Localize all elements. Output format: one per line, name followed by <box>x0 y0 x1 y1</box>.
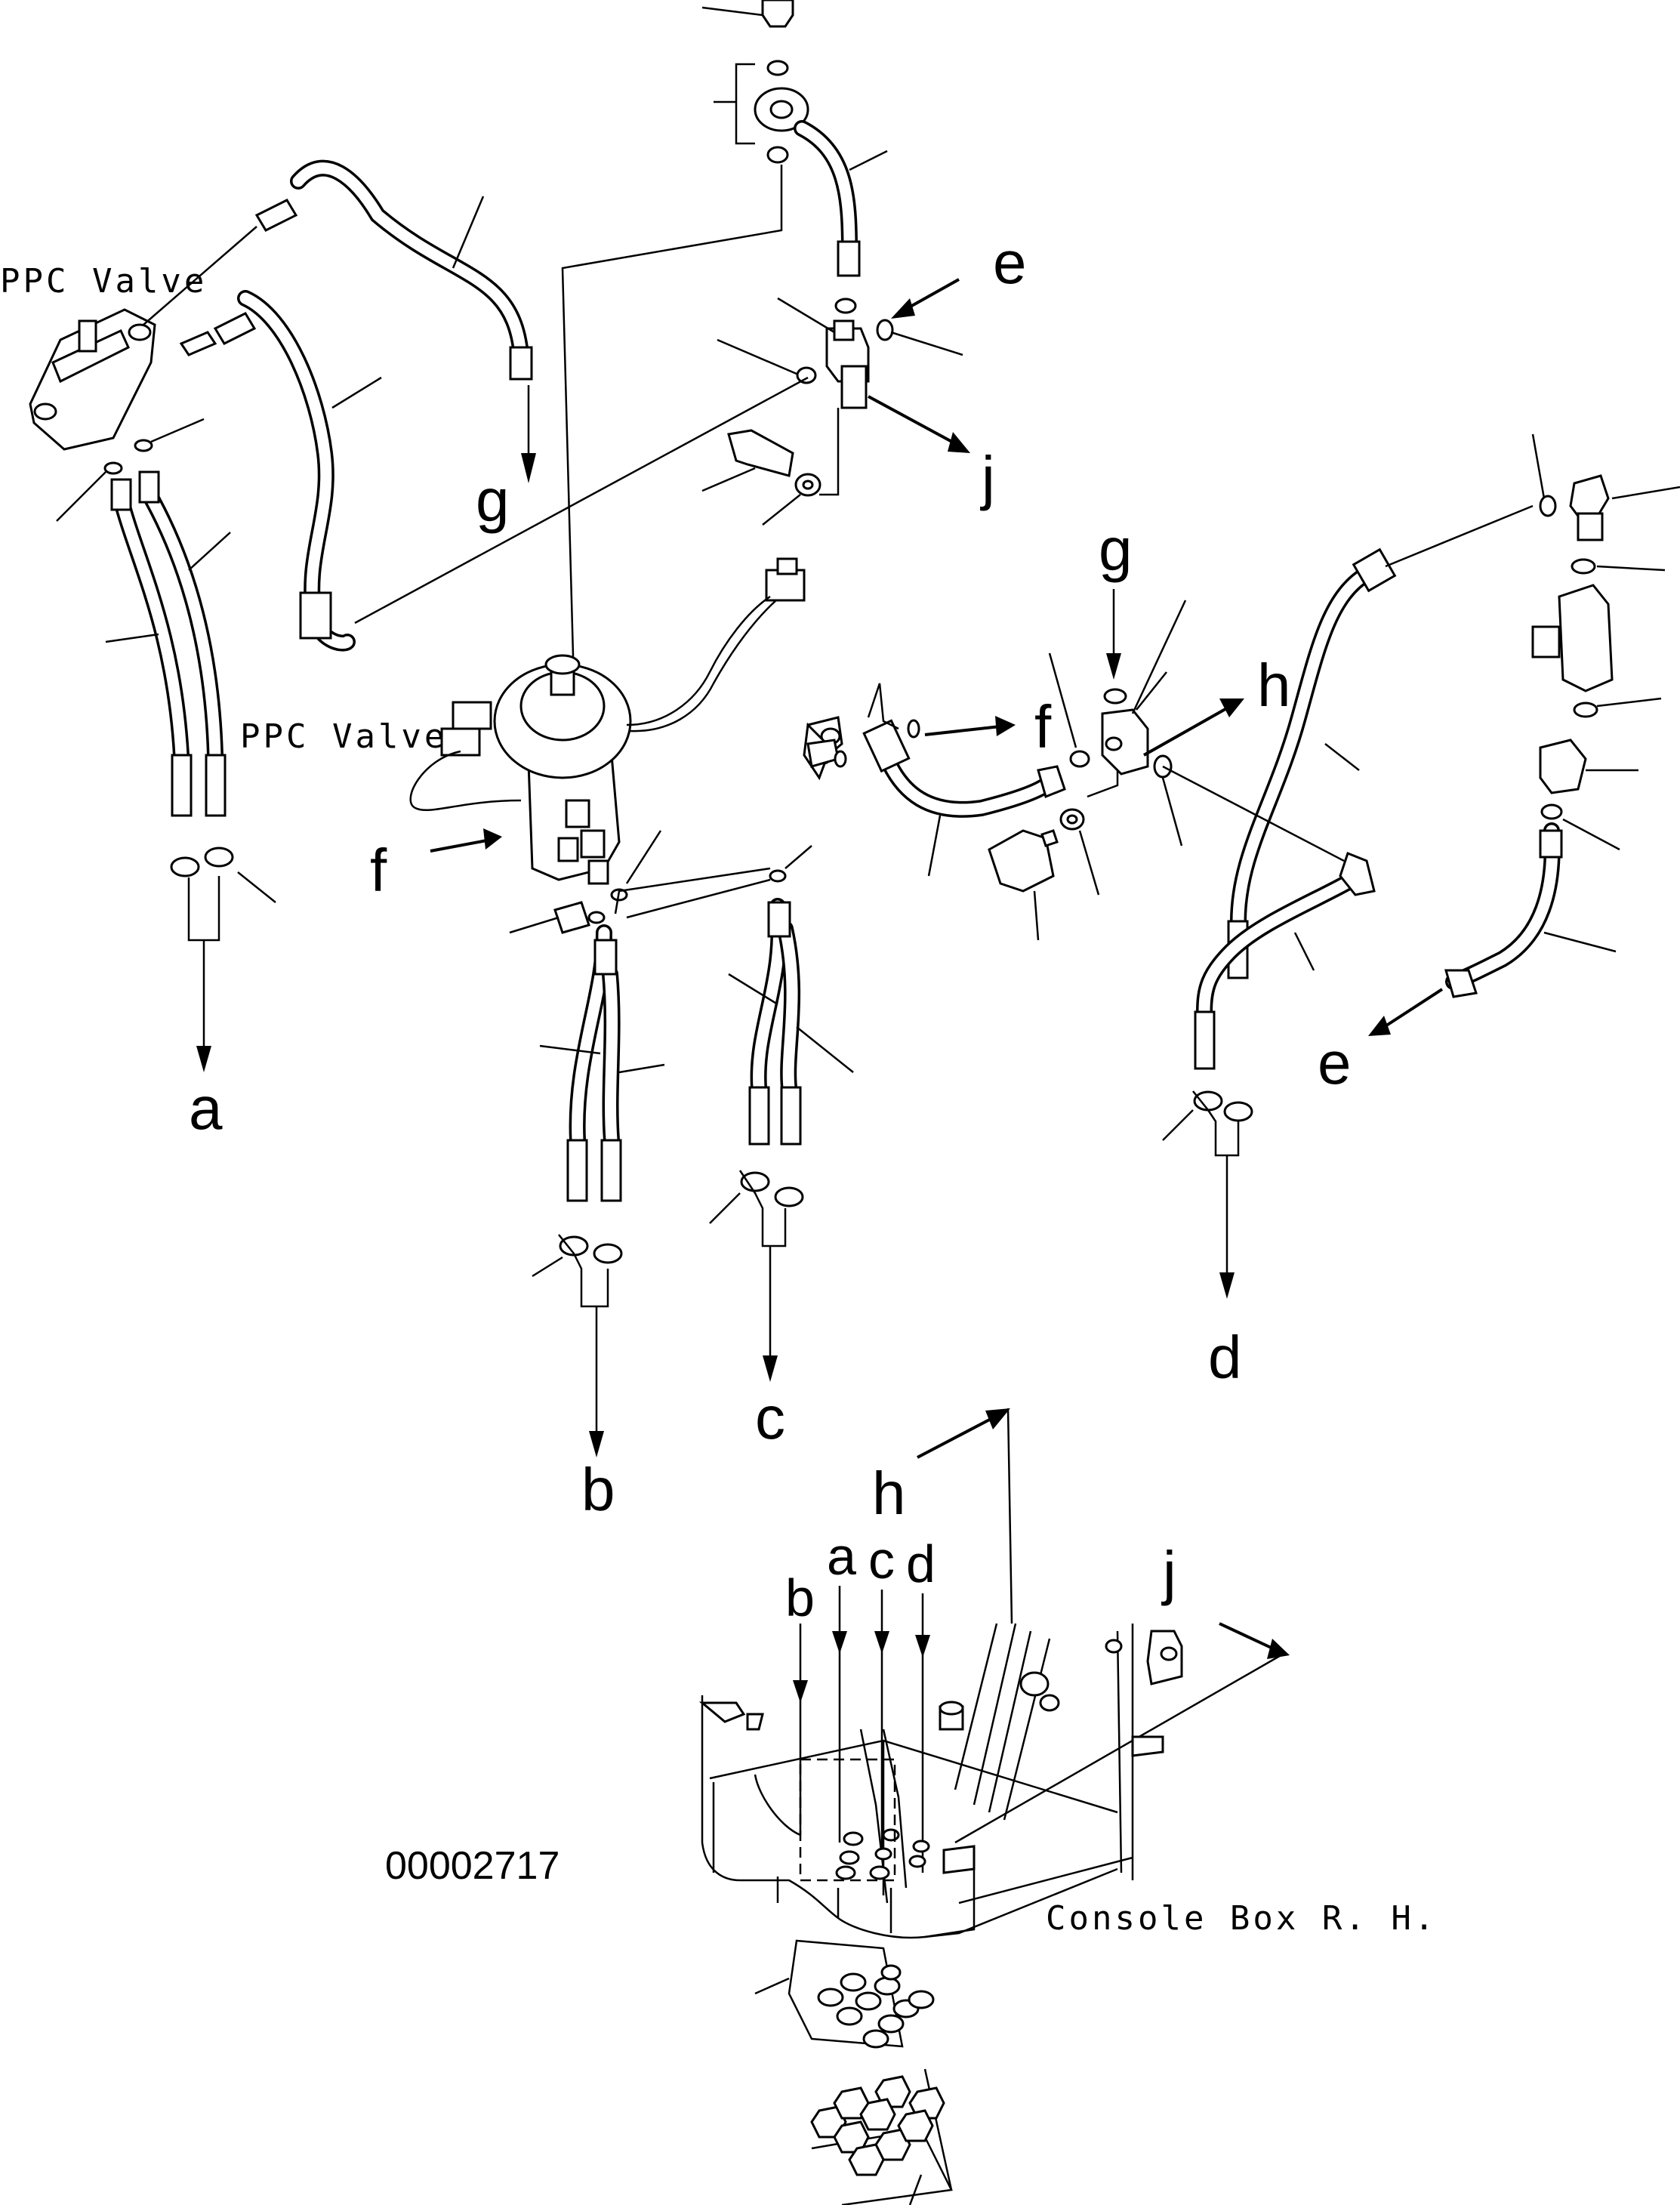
washer-upper <box>762 473 822 526</box>
label-j-console: j <box>1161 1539 1176 1606</box>
top-hose <box>794 120 888 277</box>
washers-d: d <box>1162 1090 1253 1391</box>
label-b-console: b <box>785 1568 815 1627</box>
hoses-to-a <box>105 470 231 817</box>
washer-set <box>754 1939 935 2049</box>
route-j-upper: j <box>868 395 995 511</box>
label-e-lower: e <box>1318 1029 1352 1096</box>
label-d-console: d <box>906 1534 936 1593</box>
upper-block-bracket <box>819 408 840 496</box>
label-console-box: Console Box R. H. <box>1046 1899 1437 1938</box>
top-stack-bracket <box>714 63 755 145</box>
hose-left-upper <box>290 159 533 381</box>
label-h-console: h <box>872 1460 906 1527</box>
bolt-upper <box>701 429 794 492</box>
o-ring-left-1 <box>103 461 123 475</box>
label-ppc-valve-left: PPC Valve <box>0 262 207 301</box>
label-c: c <box>755 1384 785 1451</box>
route-g-right: g <box>1099 516 1133 680</box>
route-j-console <box>954 1622 1290 1844</box>
label-g-right: g <box>1099 516 1133 583</box>
electric-connector <box>409 557 806 811</box>
bolt-right-lower <box>988 770 1119 941</box>
o-ring-left-2 <box>134 439 153 452</box>
label-b: b <box>581 1456 615 1523</box>
route-f-center: f <box>370 828 502 904</box>
o-ring-top-1 <box>766 60 789 76</box>
hoses-to-b <box>539 924 665 1202</box>
drawing-number: 00002717 <box>385 1844 559 1888</box>
hoses-to-c <box>728 898 854 1146</box>
left-valve-fittings <box>143 199 298 356</box>
label-f-right: f <box>1034 693 1052 760</box>
ppc-valve-center-body <box>493 654 632 885</box>
label-a: a <box>189 1075 223 1142</box>
route-g-left: g <box>476 385 536 534</box>
label-d: d <box>1208 1324 1242 1391</box>
pump-lower-fittings <box>509 830 812 934</box>
label-h-right: h <box>1257 652 1291 719</box>
bolt-left-small <box>803 719 920 781</box>
washers-c: c <box>709 1170 804 1451</box>
banjo-hose-right <box>806 683 1066 877</box>
tee-block-right <box>1048 600 1187 847</box>
route-e-upper: e <box>891 229 1027 319</box>
label-c-console: c <box>868 1531 895 1590</box>
leader-top-to-pump <box>561 165 783 684</box>
label-g-left: g <box>476 467 510 534</box>
hose-right-short <box>1162 765 1376 1070</box>
washers-b: b <box>532 1234 623 1523</box>
label-j-upper: j <box>980 444 995 511</box>
tee-block-upper <box>717 297 963 409</box>
hose-left-lower <box>237 290 809 652</box>
label-f-center: f <box>370 837 387 904</box>
o-ring-top-2 <box>766 146 789 164</box>
route-h-console: h <box>872 1408 1013 1624</box>
label-e-upper: e <box>993 229 1027 296</box>
console-box-rh <box>698 1623 1183 1939</box>
hose-right-long <box>1227 504 1534 979</box>
console-route-letters: b a c d <box>785 1527 936 1873</box>
ppc-valve-left-body <box>29 308 156 451</box>
route-h-right: h <box>1143 652 1291 757</box>
hose-far-right <box>1444 822 1617 998</box>
banjo-fitting-top <box>754 87 809 132</box>
top-elbow-fitting <box>701 0 794 28</box>
far-right-stack <box>1531 433 1680 851</box>
label-a-console: a <box>827 1527 856 1586</box>
nut-set <box>810 2068 953 2205</box>
route-e-lower: e <box>1318 988 1444 1096</box>
route-f-right: f <box>924 693 1052 760</box>
label-ppc-valve-center: PPC Valve <box>240 717 447 756</box>
washers-a: a <box>170 847 276 1142</box>
